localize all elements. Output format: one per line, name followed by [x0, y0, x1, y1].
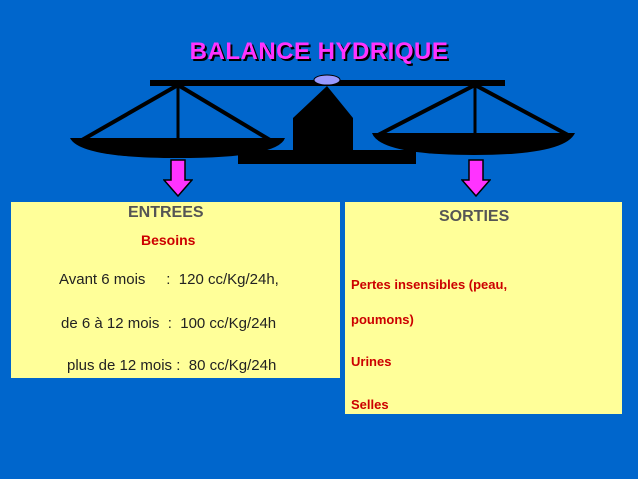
right-string-3 — [474, 83, 569, 137]
scale-pivot — [313, 74, 341, 86]
scale-icon — [70, 74, 575, 164]
sorties-item: Urines — [351, 354, 392, 369]
left-pan — [70, 138, 285, 158]
left-string-1 — [81, 83, 179, 142]
scale-base — [238, 150, 416, 164]
entrees-row: de 6 à 12 mois : 100 cc/Kg/24h — [61, 315, 277, 332]
sorties-panel: SORTIES Pertes insensibles (peau, poumon… — [345, 202, 622, 414]
sorties-item: Selles — [351, 397, 389, 412]
left-string-3 — [176, 83, 272, 142]
sorties-item: Pertes insensibles (peau, — [351, 277, 508, 292]
sorties-heading: SORTIES — [439, 208, 510, 225]
entrees-row: plus de 12 mois : 80 cc/Kg/24h — [67, 357, 277, 374]
down-arrow-icon — [461, 159, 491, 198]
entrees-subheading: Besoins — [141, 232, 196, 248]
entrees-panel: ENTREES Besoins Avant 6 mois : 120 cc/Kg… — [11, 202, 340, 378]
sorties-item: poumons) — [351, 312, 414, 327]
entrees-row: Avant 6 mois : 120 cc/Kg/24h, — [59, 271, 279, 288]
scale-pillar — [293, 86, 353, 150]
right-string-1 — [377, 83, 476, 137]
entrees-heading: ENTREES — [128, 204, 204, 221]
right-pan — [372, 133, 575, 155]
down-arrow-icon — [163, 159, 193, 198]
page-title: BALANCE HYDRIQUE — [189, 38, 449, 65]
